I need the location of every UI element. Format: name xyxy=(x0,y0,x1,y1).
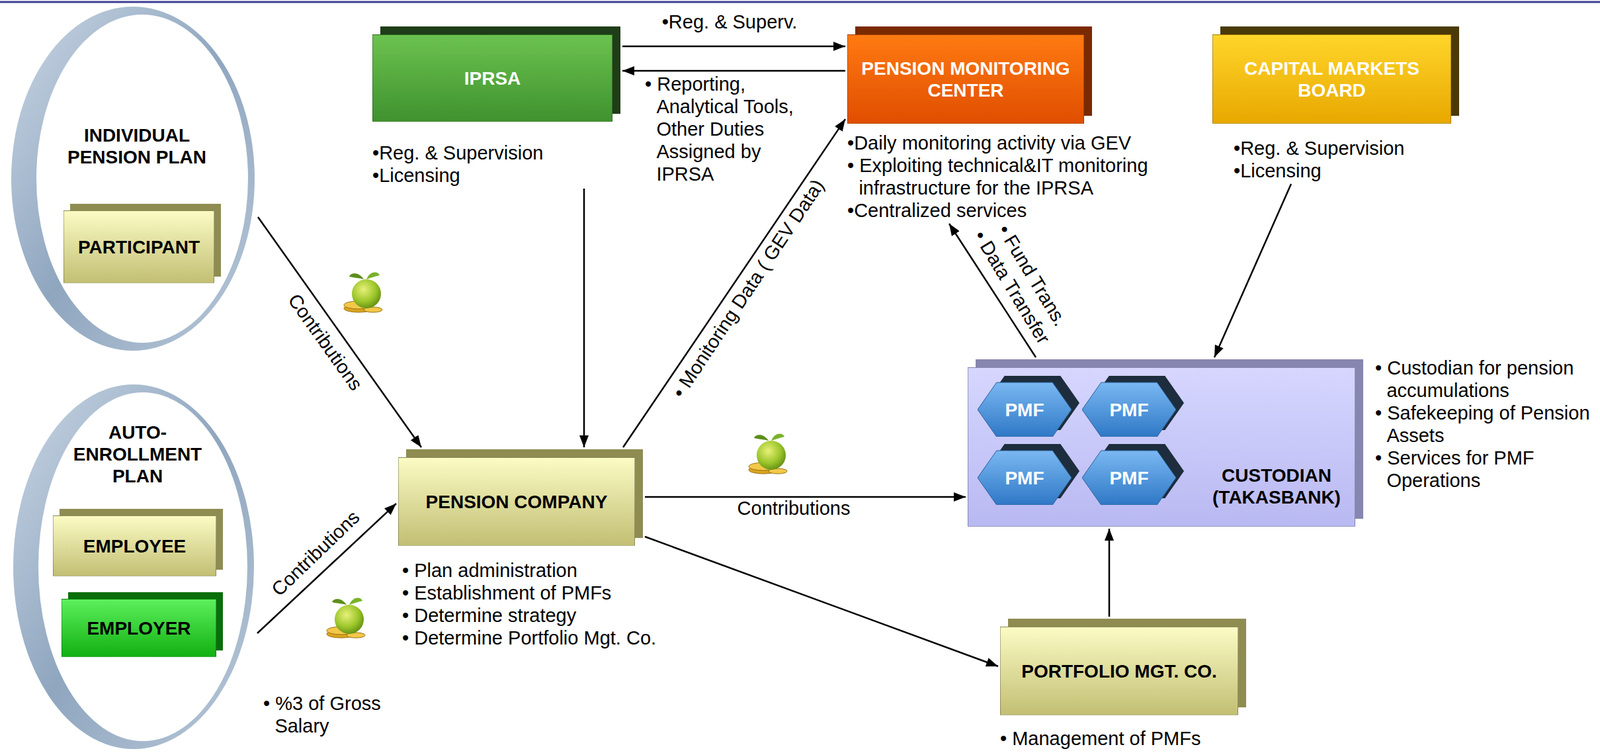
bullet-text: •Reg. & Supervision xyxy=(1233,136,1405,160)
entity-node: PENSION COMPANY • Plan administration• Es… xyxy=(398,449,657,649)
pmf-node: PMF xyxy=(977,443,1080,505)
bullet-text: • Determine Portfolio Mgt. Co. xyxy=(402,626,657,649)
edge-label: Contributions xyxy=(737,496,851,520)
plan-title: AUTO- ENROLLMENT PLAN xyxy=(64,421,211,487)
bullet-list: • Plan administration• Establishment of … xyxy=(402,558,657,649)
pmf-title: PMF xyxy=(977,382,1072,437)
box-title: PENSION MONITORING CENTER xyxy=(857,57,1075,102)
entity-node: PENSION MONITORING CENTER •Daily monitori… xyxy=(847,26,1218,222)
plan-node: INDIVIDUAL PENSION PLAN PARTICIPANT xyxy=(9,5,256,352)
entity-box: PORTFOLIO MGT. CO. xyxy=(1000,626,1239,716)
entity-node: CUSTODIAN (TAKASBANK) • Custodian for pen… xyxy=(967,359,1600,527)
entity-box: PARTICIPANT xyxy=(63,210,215,284)
bullet-text: • Determine strategy xyxy=(402,603,657,627)
money-icon xyxy=(343,271,383,313)
pmf-node: PMF xyxy=(1082,375,1184,437)
entity-box: PENSION COMPANY xyxy=(398,457,635,546)
money-icon xyxy=(326,597,366,638)
entity-node: PORTFOLIO MGT. CO. • Management of PMFs xyxy=(1000,618,1247,750)
bullet-list: •Daily monitoring activity via GEV• Expl… xyxy=(847,131,1218,222)
bullet-list: •Reg. & Supervision•Licensing xyxy=(1233,136,1405,182)
connector xyxy=(257,503,397,633)
pmf-title: PMF xyxy=(977,450,1072,505)
money-icon xyxy=(748,433,788,474)
connector xyxy=(622,70,846,73)
entity-box: EMPLOYER xyxy=(61,598,217,657)
entity-box: CAPITAL MARKETS BOARD xyxy=(1212,34,1452,124)
connector xyxy=(644,496,966,499)
connector xyxy=(644,536,999,667)
plan-node: AUTO- ENROLLMENT PLAN EMPLOYEE EMPLOYER xyxy=(11,382,256,751)
box-title: PENSION COMPANY xyxy=(425,490,608,513)
entity-box: PENSION MONITORING CENTER xyxy=(847,34,1085,124)
plan-title: INDIVIDUAL PENSION PLAN xyxy=(54,124,220,169)
bullet-text: • Safekeeping of Pension Assets xyxy=(1375,401,1600,447)
bullet-text: • Management of PMFs xyxy=(1000,726,1202,750)
entity-node: IPRSA •Reg. & Supervision•Licensing xyxy=(372,26,621,187)
bullet-text: • Exploiting technical&IT monitoring inf… xyxy=(847,154,1218,200)
edge-label: •Reg. & Superv. xyxy=(662,10,798,34)
bullet-list: • Management of PMFs xyxy=(1000,726,1202,750)
plan-ellipse xyxy=(9,5,256,352)
connector xyxy=(257,216,422,448)
bullet-text: •Licensing xyxy=(372,164,544,187)
pmf-title: PMF xyxy=(1082,382,1177,437)
box-title: PARTICIPANT xyxy=(78,236,200,258)
bullet-list: •Reg. & Supervision•Licensing xyxy=(372,141,544,187)
box-title: CAPITAL MARKETS BOARD xyxy=(1222,57,1442,102)
bullet-text: • Establishment of PMFs xyxy=(402,581,657,604)
connector xyxy=(622,45,846,48)
entity-box: IPRSA xyxy=(372,34,613,122)
box-title: EMPLOYER xyxy=(86,617,191,639)
bullet-text: •Reg. & Supervision xyxy=(372,141,544,165)
connector xyxy=(1214,183,1292,358)
pmf-node: PMF xyxy=(1082,443,1184,505)
box-title: EMPLOYEE xyxy=(83,535,187,557)
bullet-text: •Daily monitoring activity via GEV xyxy=(847,131,1218,155)
edge-label: • Reporting, Analytical Tools, Other Dut… xyxy=(644,72,822,186)
edge-label: • Monitoring Data ( GEV Data) xyxy=(667,175,829,403)
edge-label: Contributions xyxy=(267,505,365,601)
bullet-text: •Centralized services xyxy=(847,199,1218,222)
entity-node: CAPITAL MARKETS BOARD •Reg. & Supervision… xyxy=(1212,26,1460,182)
box-title: CUSTODIAN (TAKASBANK) xyxy=(1210,464,1343,508)
bullet-text: •Licensing xyxy=(1233,159,1405,182)
entity-node: EMPLOYER xyxy=(61,591,223,657)
bullet-text: • Plan administration xyxy=(402,558,657,582)
pmf-title: PMF xyxy=(1082,450,1177,505)
pmf-node: PMF xyxy=(977,375,1080,437)
box-title: PORTFOLIO MGT. CO. xyxy=(1021,660,1218,682)
box-title: IPRSA xyxy=(464,67,522,90)
connector xyxy=(1108,528,1111,617)
entity-box: EMPLOYEE xyxy=(52,515,217,577)
top-rule xyxy=(0,1,1600,4)
note-label: • %3 of Gross Salary xyxy=(263,691,411,737)
bullet-text: • Services for PMF Operations xyxy=(1375,446,1600,492)
entity-node: EMPLOYEE xyxy=(52,508,223,577)
bullet-text: • Custodian for pension accumulations xyxy=(1375,356,1600,402)
connector xyxy=(583,188,586,448)
entity-node: PARTICIPANT xyxy=(63,203,221,284)
bullet-list: • Custodian for pension accumulations• S… xyxy=(1375,356,1600,492)
